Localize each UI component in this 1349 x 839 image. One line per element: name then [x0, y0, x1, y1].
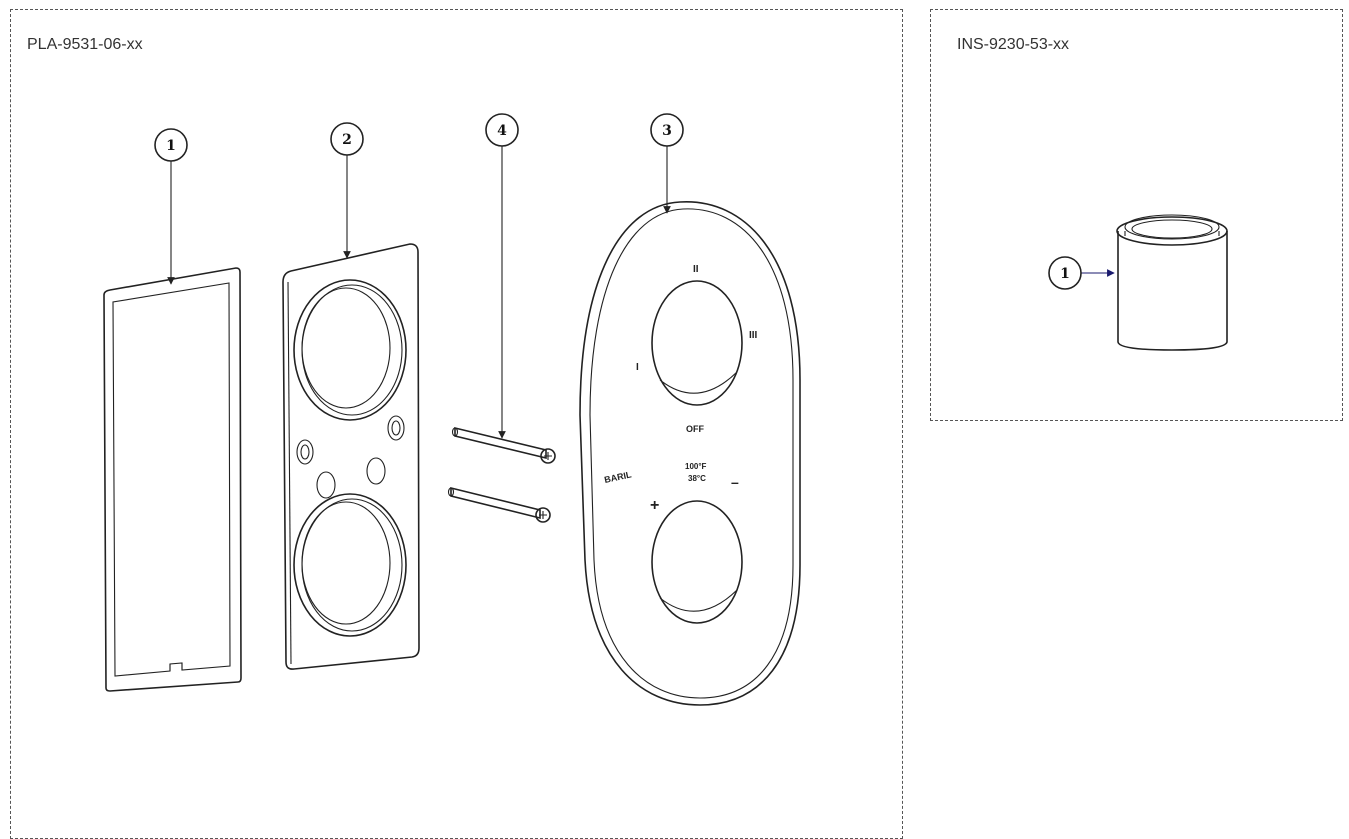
- callout-leaders: [167, 146, 1115, 439]
- callout-balloon-insert: 1: [1048, 256, 1082, 290]
- marking-temp-f: 100°F: [685, 462, 707, 471]
- callout-balloon-backplate: 2: [330, 122, 364, 156]
- screws-part: [447, 426, 556, 523]
- callout-number-trim-plate: 3: [662, 123, 672, 139]
- callout-number-insert: 1: [1060, 266, 1070, 282]
- insert-part: [1116, 214, 1228, 351]
- callout-balloon-trim-plate: 3: [650, 113, 684, 147]
- kit-panel-ins: [930, 9, 1343, 421]
- marking-position-1: I: [636, 362, 639, 373]
- marking-temp-c: 38°C: [688, 474, 706, 483]
- callout-balloon-screws: 4: [485, 113, 519, 147]
- exploded-view-drawing: II I III OFF BARIL 100°F 38°C + – 1 2 4: [103, 113, 1228, 706]
- marking-position-2: II: [693, 264, 699, 275]
- trim-plate-part: II I III OFF BARIL 100°F 38°C + –: [579, 201, 801, 706]
- backplate-part: [282, 243, 420, 670]
- gasket-part: [103, 267, 242, 692]
- marking-minus: –: [731, 474, 739, 490]
- marking-brand: BARIL: [603, 469, 632, 485]
- callout-number-backplate: 2: [342, 132, 352, 148]
- callout-number-gasket: 1: [166, 138, 176, 154]
- marking-off: OFF: [686, 424, 704, 434]
- callout-balloon-gasket: 1: [154, 128, 188, 162]
- panel-code-ins: INS-9230-53-xx: [957, 36, 1070, 53]
- panel-code-pla: PLA-9531-06-xx: [27, 36, 143, 53]
- callout-number-screws: 4: [497, 123, 507, 139]
- marking-position-3: III: [749, 330, 758, 341]
- marking-plus: +: [650, 497, 659, 514]
